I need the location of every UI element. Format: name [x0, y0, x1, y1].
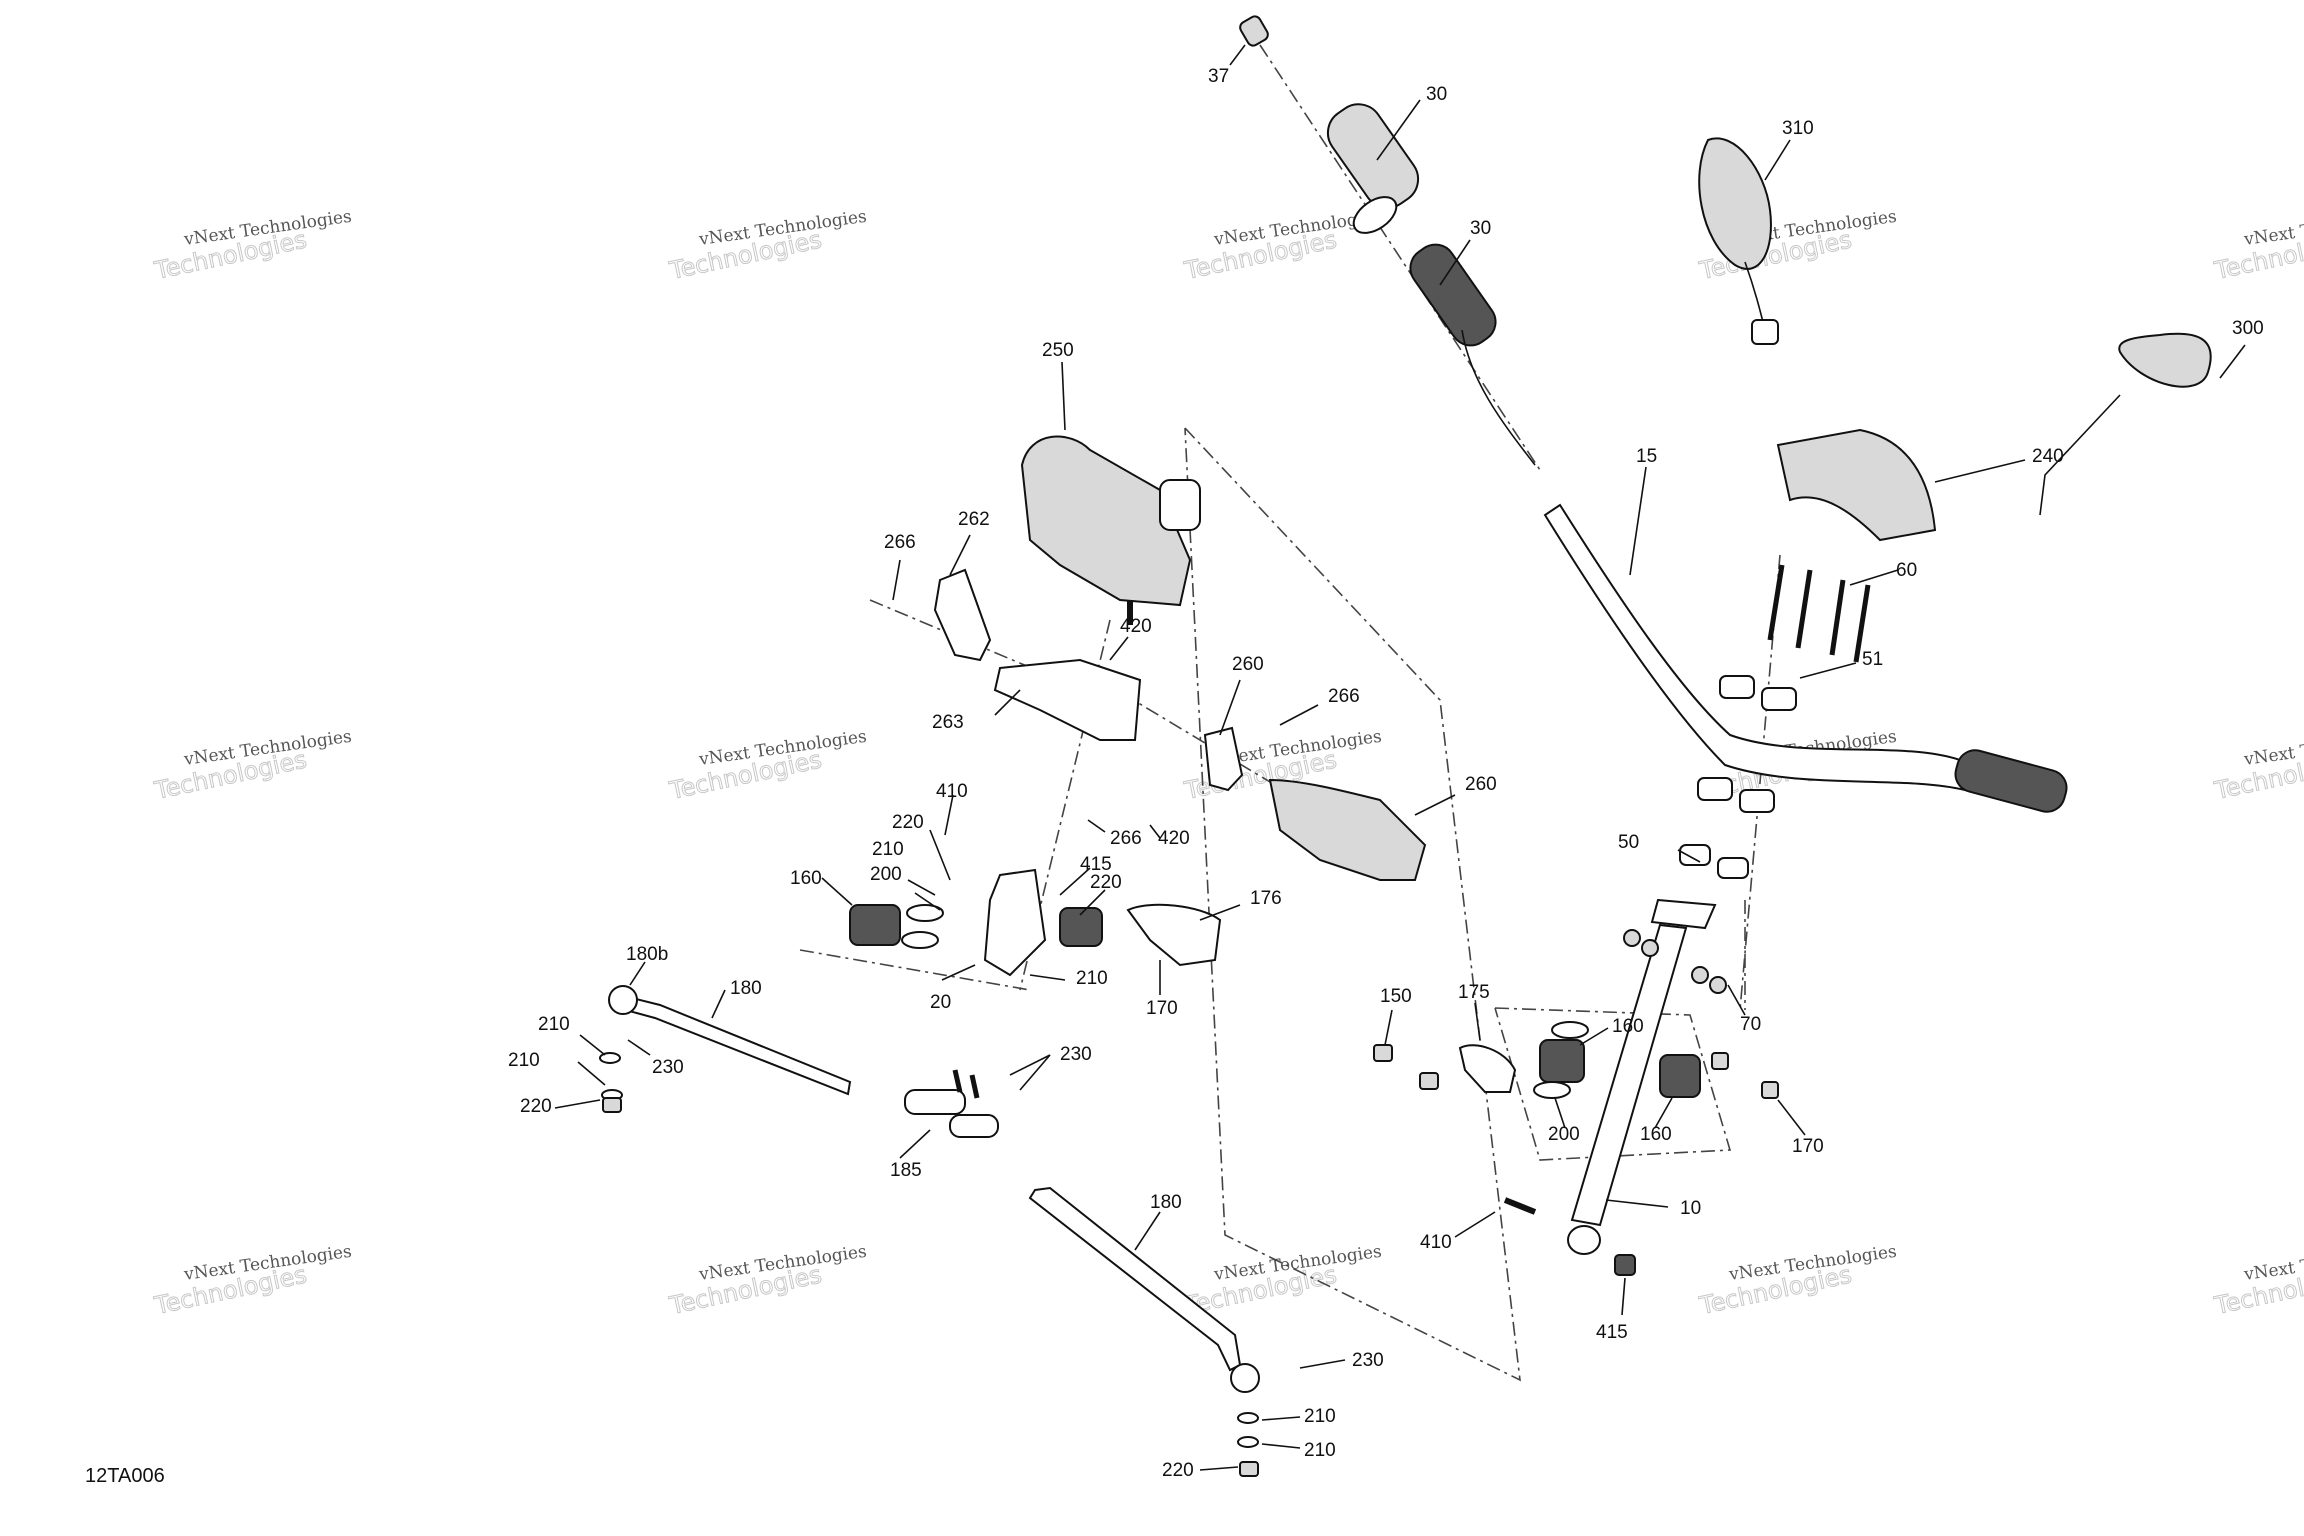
callout-37: 37 — [1208, 66, 1229, 87]
handlebar-clamps — [1679, 675, 1797, 879]
callout-180b: 180b — [626, 944, 668, 965]
callout-180: 180 — [1150, 1192, 1182, 1213]
leader-lines — [554, 44, 2246, 1471]
callout-210: 210 — [872, 839, 904, 860]
grip-left — [1326, 103, 1420, 234]
bracket-262 — [933, 568, 992, 662]
callout-300: 300 — [2232, 318, 2264, 339]
tie-rod-hardware-lower — [1237, 1412, 1259, 1477]
callout-160: 160 — [1640, 1124, 1672, 1145]
tie-rod-upper — [608, 985, 852, 1096]
callout-260: 260 — [1465, 774, 1497, 795]
callout-210: 210 — [508, 1050, 540, 1071]
washer-200 — [901, 904, 944, 949]
callout-210: 210 — [1304, 1440, 1336, 1461]
bar-end-plug — [1239, 15, 1269, 47]
callout-220: 220 — [520, 1096, 552, 1117]
nut-415 — [1614, 1254, 1636, 1276]
throttle-grip — [1409, 243, 1536, 466]
callout-220: 220 — [892, 812, 924, 833]
callout-415: 415 — [1596, 1322, 1628, 1343]
callout-160: 160 — [790, 868, 822, 889]
callout-70: 70 — [1740, 1014, 1761, 1035]
handlebar-cover — [1776, 428, 1937, 542]
callout-200: 200 — [1548, 1124, 1580, 1145]
callout-410: 410 — [1420, 1232, 1452, 1253]
callout-20: 20 — [930, 992, 951, 1013]
nut-170-right — [1711, 1052, 1779, 1099]
sub-assembly-boundary-line — [1494, 1007, 1732, 1161]
handlebar — [1543, 503, 2068, 813]
callout-50: 50 — [1618, 832, 1639, 853]
callout-200: 200 — [870, 864, 902, 885]
callout-415: 415 — [1080, 854, 1112, 875]
callout-266: 266 — [884, 532, 916, 553]
clamp-175 — [1458, 1044, 1517, 1093]
clamp-bolts — [1767, 564, 1871, 663]
callout-262: 262 — [958, 509, 990, 530]
callout-230: 230 — [1352, 1350, 1384, 1371]
callout-30: 30 — [1470, 218, 1491, 239]
callout-60: 60 — [1896, 560, 1917, 581]
clamp-nuts — [1623, 929, 1727, 994]
bracket-260-small — [1203, 726, 1244, 792]
callout-170: 170 — [1146, 998, 1178, 1019]
callout-180: 180 — [730, 978, 762, 999]
callout-220: 220 — [1090, 872, 1122, 893]
callout-250: 250 — [1042, 340, 1074, 361]
callout-160: 160 — [1612, 1016, 1644, 1037]
callout-240: 240 — [2032, 446, 2064, 467]
callout-420: 420 — [1158, 828, 1190, 849]
bolt-410-lower — [1503, 1197, 1537, 1215]
callout-266: 266 — [1110, 828, 1142, 849]
callout-15: 15 — [1636, 446, 1657, 467]
callout-220: 220 — [1162, 1460, 1194, 1481]
bracket-260-large — [1268, 778, 1427, 881]
tie-rod-lower — [1028, 1186, 1260, 1393]
callout-176: 176 — [1250, 888, 1282, 909]
power-steering-unit — [1020, 435, 1201, 625]
callout-310: 310 — [1782, 118, 1814, 139]
grip-axis-line — [1259, 44, 1541, 471]
tie-rod-hardware-upper — [599, 1052, 623, 1113]
callout-175: 175 — [1458, 982, 1490, 1003]
clamp-176 — [1126, 903, 1222, 967]
steering-column — [1567, 898, 1717, 1255]
callout-10: 10 — [1680, 1198, 1701, 1219]
bushing-220-right — [1059, 907, 1103, 947]
callout-263: 263 — [932, 712, 964, 733]
callout-210: 210 — [1304, 1406, 1336, 1427]
callout-260: 260 — [1232, 654, 1264, 675]
assembly-boundary-line — [1184, 427, 1521, 1382]
bushing-160-upper-right — [1539, 1039, 1585, 1083]
callout-labels: 37 30 30 310 300 240 15 60 51 50 70 250 262 266 420 263… — [508, 66, 2264, 1481]
callout-230: 230 — [1060, 1044, 1092, 1065]
callout-410: 410 — [936, 781, 968, 802]
callout-51: 51 — [1862, 649, 1883, 670]
tie-rod-center-link — [904, 1069, 999, 1138]
washer-200-right — [1533, 1021, 1589, 1099]
callout-230: 230 — [652, 1057, 684, 1078]
bushing-160-lower-right — [1659, 1054, 1701, 1098]
callout-210: 210 — [1076, 968, 1108, 989]
mount-plate-263 — [993, 658, 1142, 741]
bolt-150 — [1373, 1044, 1439, 1090]
callout-420: 420 — [1120, 616, 1152, 637]
callout-266: 266 — [1328, 686, 1360, 707]
callout-30: 30 — [1426, 84, 1447, 105]
callout-210: 210 — [538, 1014, 570, 1035]
pitman-arm — [983, 868, 1047, 977]
bushing-160-left — [849, 904, 901, 946]
callout-185: 185 — [890, 1160, 922, 1181]
mirror-right — [2039, 332, 2212, 516]
mirror-left — [1698, 137, 1779, 345]
tie-rod-axis-line — [799, 949, 1031, 991]
callout-170: 170 — [1792, 1136, 1824, 1157]
figure-reference-code: 12TA006 — [85, 1465, 165, 1487]
callout-150: 150 — [1380, 986, 1412, 1007]
clamp-axis-line — [1739, 554, 1781, 1011]
